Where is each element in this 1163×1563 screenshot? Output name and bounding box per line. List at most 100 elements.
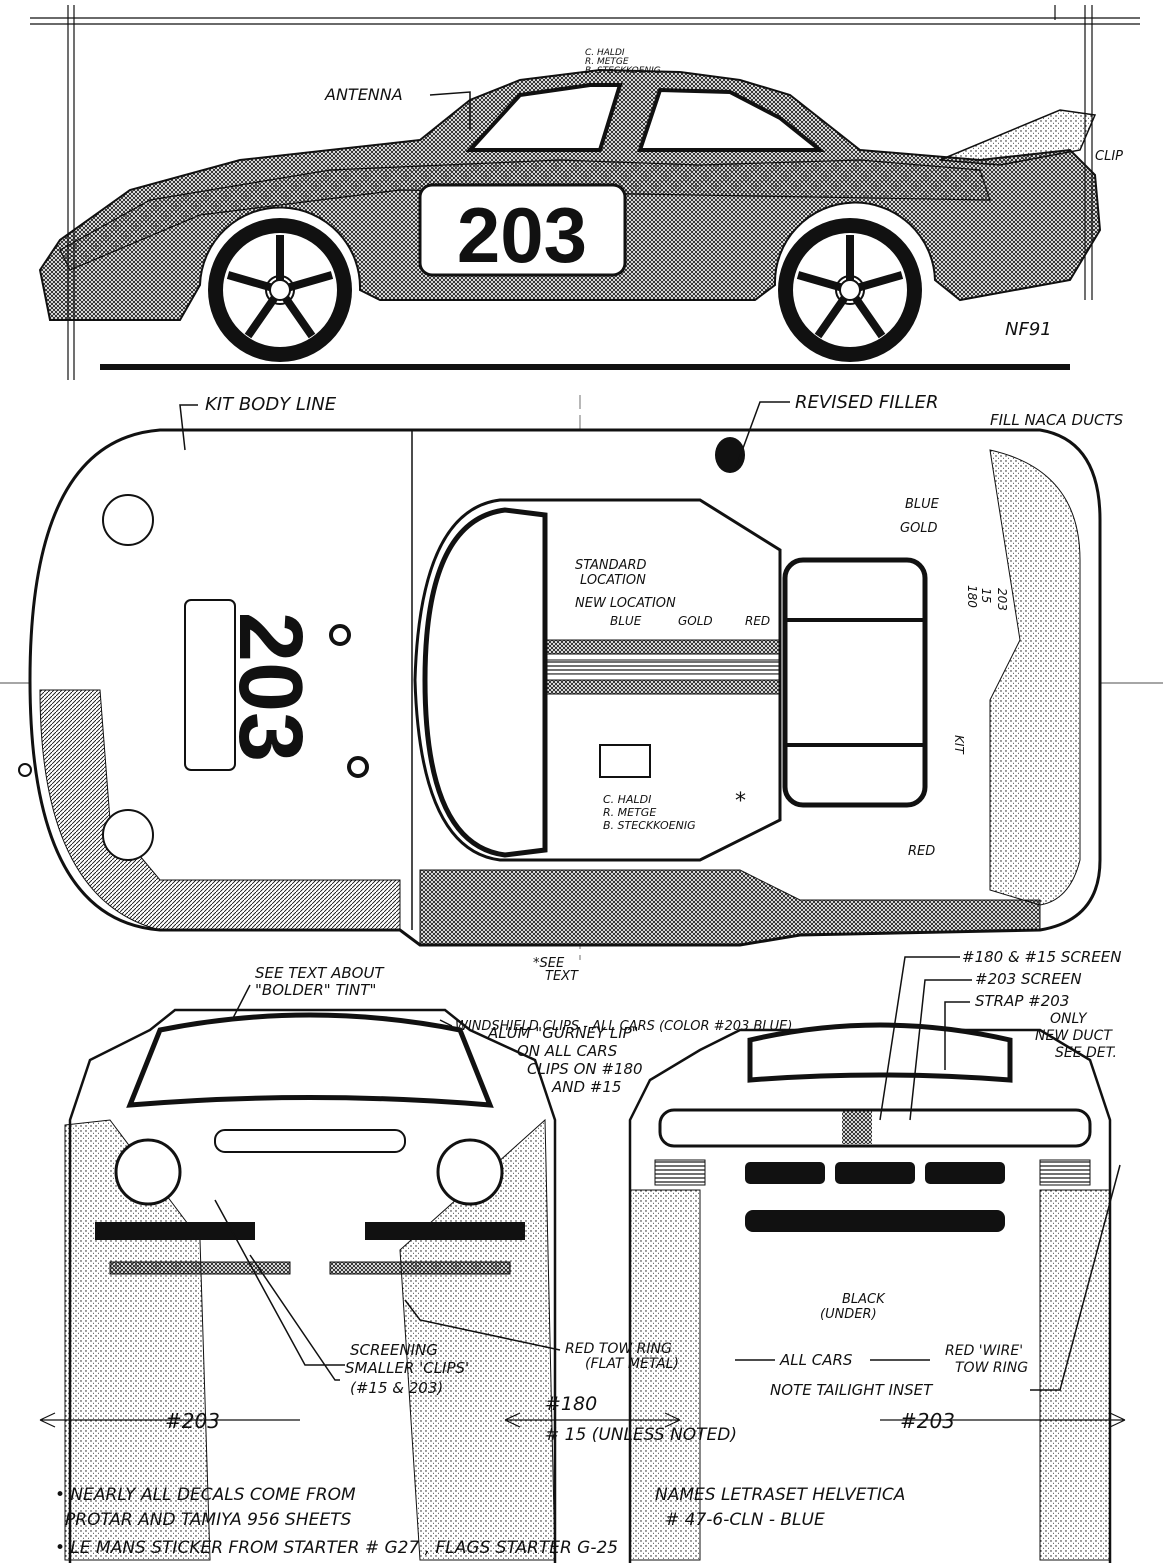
top-asterisk: *: [735, 789, 746, 814]
side-window-front: [465, 83, 623, 152]
kit-label: KIT: [952, 735, 966, 755]
red-tow-ring-label: RED TOW RING: [565, 1341, 672, 1357]
gurney-lip-3: CLIPS ON #180: [527, 1060, 643, 1078]
driver-name-2: R. METGE: [603, 806, 656, 819]
lower-annotations: SEE TEXT ABOUT "BOLDER" TINT" *SEE TEXT …: [39, 948, 1126, 1445]
fuel-filler-2: [347, 756, 369, 778]
strap-203-label: STRAP #203: [975, 992, 1069, 1010]
front-grille-right: [365, 1222, 525, 1240]
rear-screen-patch: [842, 1110, 872, 1144]
gurney-lip-4: AND #15: [551, 1078, 621, 1096]
red-wire-label: RED 'WIRE': [945, 1343, 1023, 1359]
rear-right-shading: [1039, 1189, 1111, 1561]
number-panel: [418, 183, 627, 277]
rear-wing: [939, 109, 1097, 166]
dim-left-arrow: [39, 1412, 300, 1428]
note-line-2: PROTAR AND TAMIYA 956 SHEETS: [65, 1510, 351, 1530]
top-side-shading: [419, 869, 1041, 946]
front-lower-right: [329, 1261, 511, 1275]
names-line-2: # 47-6-CLN - BLUE: [665, 1510, 825, 1530]
rear-wing-view: [658, 1108, 1092, 1148]
rear-light-bar-3: [925, 1162, 1005, 1184]
naca-label: FILL NACA DUCTS: [990, 411, 1124, 429]
bolder-tint: "BOLDER" TINT": [255, 981, 376, 999]
screening-label: SCREENING: [350, 1341, 438, 1359]
dim-center-label-2: # 15 (UNLESS NOTED): [545, 1425, 737, 1445]
rear-left-shading: [629, 1189, 701, 1561]
driver-name-3: B. STECKKOENIG: [603, 819, 696, 832]
top-blue-label: BLUE: [905, 497, 940, 512]
black-under-2: (UNDER): [820, 1307, 877, 1322]
taillight-left: [654, 1159, 706, 1186]
windshield-clips-label: WINDSHIELD CLIPS - ALL CARS (COLOR #203 …: [455, 1019, 792, 1034]
see-text-2: TEXT: [545, 969, 579, 984]
gurney-lip-1: ALUM "GURNEY LIP": [487, 1024, 639, 1042]
top-red-label: RED: [908, 844, 935, 859]
dim-left-label: #203: [165, 1409, 220, 1433]
hood-vent: [184, 599, 236, 771]
roof-name-1: C. HALDI: [585, 48, 625, 58]
rear-view: [628, 1022, 1112, 1563]
kit-body-line-label: KIT BODY LINE: [205, 394, 337, 415]
stripe-blue-label: BLUE: [610, 614, 642, 628]
only-label: ONLY: [1050, 1011, 1088, 1027]
roof-name-2: R. METGE: [585, 57, 629, 67]
stripe-blue: [544, 639, 781, 655]
note-taillight-label: NOTE TAILIGHT INSET: [770, 1381, 934, 1399]
dim-center-label-1: #180: [545, 1393, 597, 1415]
tow-ring-label: TOW RING: [955, 1360, 1028, 1376]
side-view: 203 ANTENNA C. HALDI R. METGE B. STECKKO…: [38, 48, 1123, 370]
dim-right-arrow: [880, 1412, 1126, 1428]
screen-203-label: 203: [995, 588, 1009, 611]
artist-signature: NF91: [1005, 319, 1052, 340]
front-windshield: [126, 1012, 494, 1108]
top-car-number: 203: [220, 612, 320, 762]
revised-filler-label: REVISED FILLER: [795, 392, 938, 413]
driver-name-1: C. HALDI: [603, 793, 651, 806]
front-light-lower: [102, 809, 154, 861]
new-location-label: NEW LOCATION: [575, 596, 676, 611]
front-hood-vent: [214, 1129, 406, 1153]
standard-location-1: STANDARD: [575, 558, 647, 573]
stripe-gold-label: GOLD: [678, 614, 713, 628]
top-gold-label: GOLD: [900, 521, 938, 536]
front-headlight-left: [114, 1138, 182, 1206]
clips-15-203-label: (#15 & 203): [350, 1379, 443, 1397]
screen-180-15-label: #180 & #15 SCREEN: [962, 948, 1121, 966]
front-lower-left: [109, 1261, 291, 1275]
side-window-rear: [637, 87, 826, 152]
front-headlight-right: [436, 1138, 504, 1206]
flat-metal-label: (FLAT METAL): [585, 1356, 679, 1372]
side-stripe: [59, 159, 991, 271]
rear-light-bar-1: [745, 1162, 825, 1184]
all-cars-label: ALL CARS: [779, 1351, 853, 1369]
gurney-lip-2: ON ALL CARS: [517, 1042, 618, 1060]
note-line-3: • LE MANS STICKER FROM STARTER # G27 , F…: [55, 1538, 618, 1558]
stripe-red: [544, 679, 781, 695]
see-det-label: SEE DET.: [1055, 1045, 1117, 1061]
clip-label: CLIP: [1095, 149, 1123, 164]
dim-center-arrow: [504, 1412, 681, 1428]
antenna-line: [429, 91, 471, 130]
screen-15-label: 15: [979, 588, 993, 603]
stripe-red-label: RED: [745, 614, 770, 628]
stripe-gold: [544, 659, 781, 675]
roof-name-3: B. STECKKOENIG: [585, 66, 661, 76]
note-line-1: • NEARLY ALL DECALS COME FROM: [55, 1485, 356, 1505]
front-grille-left: [95, 1222, 255, 1240]
screen-203-rear-label: #203 SCREEN: [975, 970, 1082, 988]
windshield-top: [422, 507, 548, 858]
front-view: [64, 1008, 557, 1563]
black-under-1: BLACK: [842, 1292, 886, 1307]
front-wheel: [208, 218, 352, 362]
see-text-about: SEE TEXT ABOUT: [255, 964, 385, 982]
front-light-upper: [102, 494, 154, 546]
dim-right-label: #203: [900, 1409, 955, 1433]
screen-180-label: 180: [965, 585, 979, 608]
see-text-1: *SEE: [533, 956, 565, 971]
tow-hook-front: [18, 763, 32, 777]
le-mans-sticker: [599, 744, 651, 778]
rear-light-bar-2: [835, 1162, 915, 1184]
standard-location-2: LOCATION: [580, 573, 646, 588]
